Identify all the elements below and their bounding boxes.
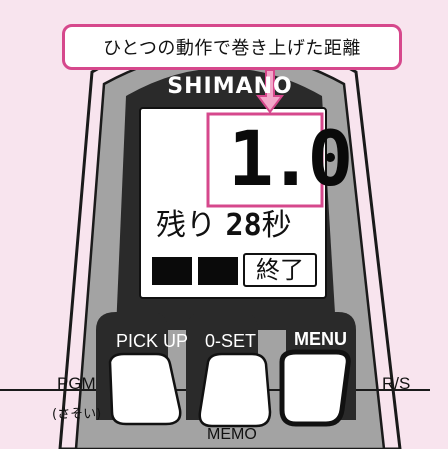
lcd-screen [139, 107, 327, 299]
distance-value: 1.0 [228, 114, 353, 203]
remaining-time: 残り 28秒 [156, 206, 292, 246]
menu-rs-button[interactable] [279, 349, 351, 427]
remaining-suffix: 秒 [261, 208, 292, 243]
menu-button-label: MENU [294, 329, 347, 349]
finish-label: 終了 [243, 253, 317, 287]
memo-label: MEMO [207, 426, 257, 443]
progress-block-1 [152, 257, 192, 285]
pickup-button[interactable] [108, 352, 182, 426]
progress-block-2 [198, 257, 238, 285]
brand-logo: SHIMANO [167, 74, 293, 99]
callout-text: ひとつの動作で巻き上げた距離 [103, 38, 361, 58]
pgm-label: PGM [57, 374, 96, 393]
zeroset-button-label: 0-SET [205, 331, 257, 351]
rs-label: R/S [382, 374, 411, 393]
pgm-sub-label: (さそい) [52, 407, 102, 422]
remaining-prefix: 残り [156, 208, 216, 243]
callout-box: ひとつの動作で巻き上げた距離 [62, 24, 402, 70]
pickup-button-label: PICK UP [116, 331, 189, 351]
distance-highlight-box [206, 112, 324, 208]
zeroset-memo-button[interactable] [198, 352, 272, 428]
remaining-seconds: 28 [225, 208, 262, 243]
callout-arrow [256, 69, 284, 114]
